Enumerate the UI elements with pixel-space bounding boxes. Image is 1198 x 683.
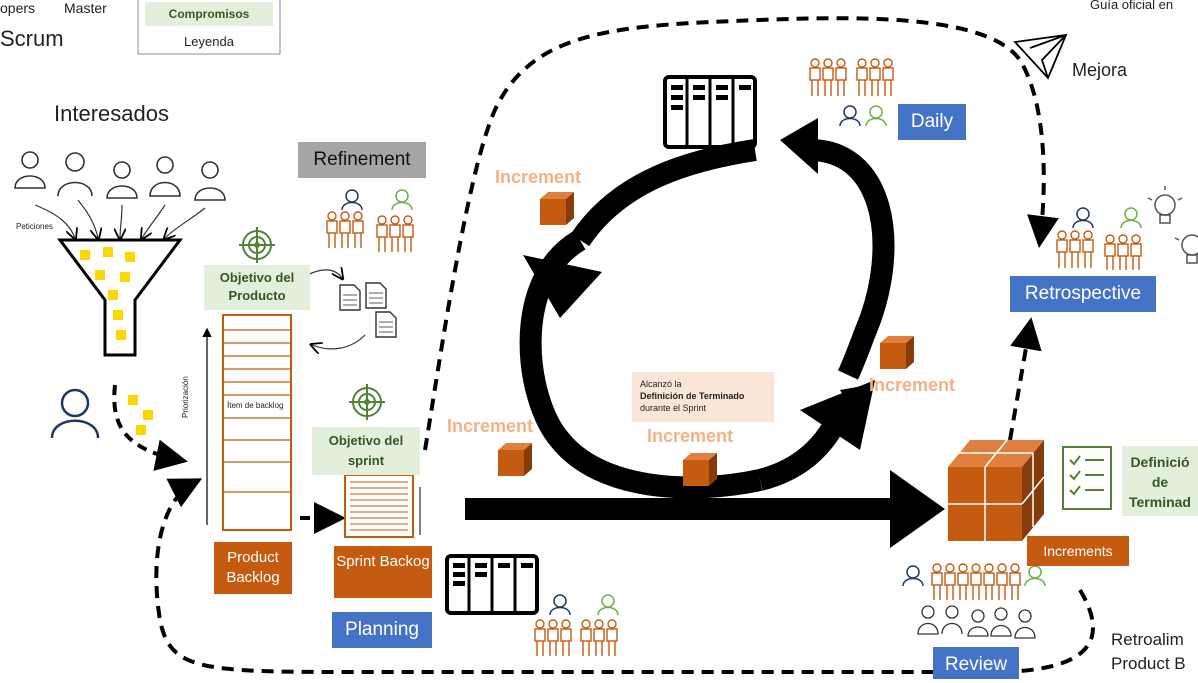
backlog-item-label: Ítem de backlog: [227, 401, 284, 410]
planning-team-icon: [534, 594, 619, 656]
dod-line1: Definició: [1130, 454, 1190, 470]
review-team-icon: [902, 563, 1046, 639]
increment-cube-icon: [683, 453, 717, 486]
requests-label: Peticiones: [16, 222, 53, 231]
dod-line3: Terminad: [1129, 494, 1191, 510]
funnel-icon: [57, 238, 183, 357]
prioritization-label: Priorización: [181, 376, 190, 418]
refinement-team-icon: [326, 189, 414, 252]
checklist-icon: [1062, 446, 1112, 510]
po-dashed-arrow: [112, 384, 188, 471]
improvement-label: Mejora: [1072, 60, 1128, 80]
funnel-items: [80, 247, 153, 435]
sprint-goal-label: Objetivo del sprint: [312, 427, 420, 475]
sprint-backlog-tag[interactable]: Sprint Backog: [334, 546, 432, 598]
dod-line2: de: [1151, 474, 1169, 490]
request-arrows: [34, 199, 206, 238]
sprint-goal-text: Objetivo del sprint: [328, 433, 404, 468]
lightbulb-icons: [1147, 186, 1198, 264]
increments-big-cube-icon: [948, 439, 1045, 541]
legend-title: Leyenda: [184, 34, 234, 49]
increment-cube-icon: [880, 336, 914, 369]
definition-of-done-label: Definició de Terminad: [1122, 446, 1198, 516]
product-goal-target-icon: [239, 227, 275, 263]
increment-label-middle: Increment: [647, 426, 734, 446]
feedback-line1: Retroalim: [1111, 630, 1184, 649]
increments-tag[interactable]: Increments: [1027, 536, 1129, 566]
bottom-dashed-loop: [154, 478, 1095, 674]
product-owner-icon: [50, 388, 100, 439]
dod-note-line3: durante el Sprint: [640, 403, 707, 413]
feedback-label: Retroalim Product B: [1111, 628, 1186, 676]
product-goal-text: Objetivo del Producto: [219, 270, 295, 303]
increment-label-right: Increment: [869, 375, 956, 395]
daily-board-icon: [663, 75, 757, 149]
refinement-tag[interactable]: Refinement: [298, 142, 426, 178]
product-backlog-list: [202, 314, 292, 531]
documents-icon: [339, 282, 397, 338]
daily-tag[interactable]: Daily: [898, 104, 966, 140]
feedback-line2: Product B: [1111, 654, 1186, 673]
sprint-cycle-arrows: [519, 118, 895, 499]
sprint-main-arrow: [465, 470, 945, 548]
product-backlog-text: Product Backlog: [226, 549, 280, 586]
scrum-label: Scrum: [0, 26, 64, 51]
master-label: Master: [64, 0, 107, 16]
dod-note-box: Alcanzó la Definición de Terminado duran…: [632, 372, 774, 422]
retrospective-tag[interactable]: Retrospective: [1010, 276, 1156, 312]
increment-cube-icon: [498, 443, 532, 476]
review-to-retro-arrow: [1008, 317, 1042, 441]
product-goal-label: Objetivo del Producto: [204, 265, 310, 310]
paper-plane-icon: [1013, 33, 1068, 80]
guide-label: Guía oficial en: [1090, 0, 1174, 12]
review-tag[interactable]: Review: [933, 647, 1019, 679]
dod-note-line2: Definición de Terminado: [640, 391, 745, 401]
daily-team-icon: [809, 58, 894, 127]
increment-cube-icon: [540, 192, 574, 225]
planning-tag[interactable]: Planning: [332, 612, 432, 648]
product-backlog-tag[interactable]: Product Backlog: [214, 542, 292, 594]
sprint-backlog-list: [344, 474, 421, 538]
legend-commitments: Compromisos: [168, 7, 250, 21]
top-dashed-loop: [423, 16, 1059, 451]
sprint-backlog-text: Sprint Backog: [336, 553, 430, 570]
stakeholders-title: Interesados: [54, 101, 169, 126]
dod-note-line1: Alcanzó la: [640, 379, 682, 389]
increment-label-left: Increment: [447, 416, 534, 436]
increment-label-top: Increment: [495, 167, 582, 187]
retrospective-team-icon: [1056, 207, 1142, 270]
stakeholders-icons: [14, 151, 226, 201]
developers-label: opers: [0, 0, 36, 16]
sprint-goal-target-icon: [349, 384, 385, 420]
planning-board-icon: [445, 554, 539, 615]
